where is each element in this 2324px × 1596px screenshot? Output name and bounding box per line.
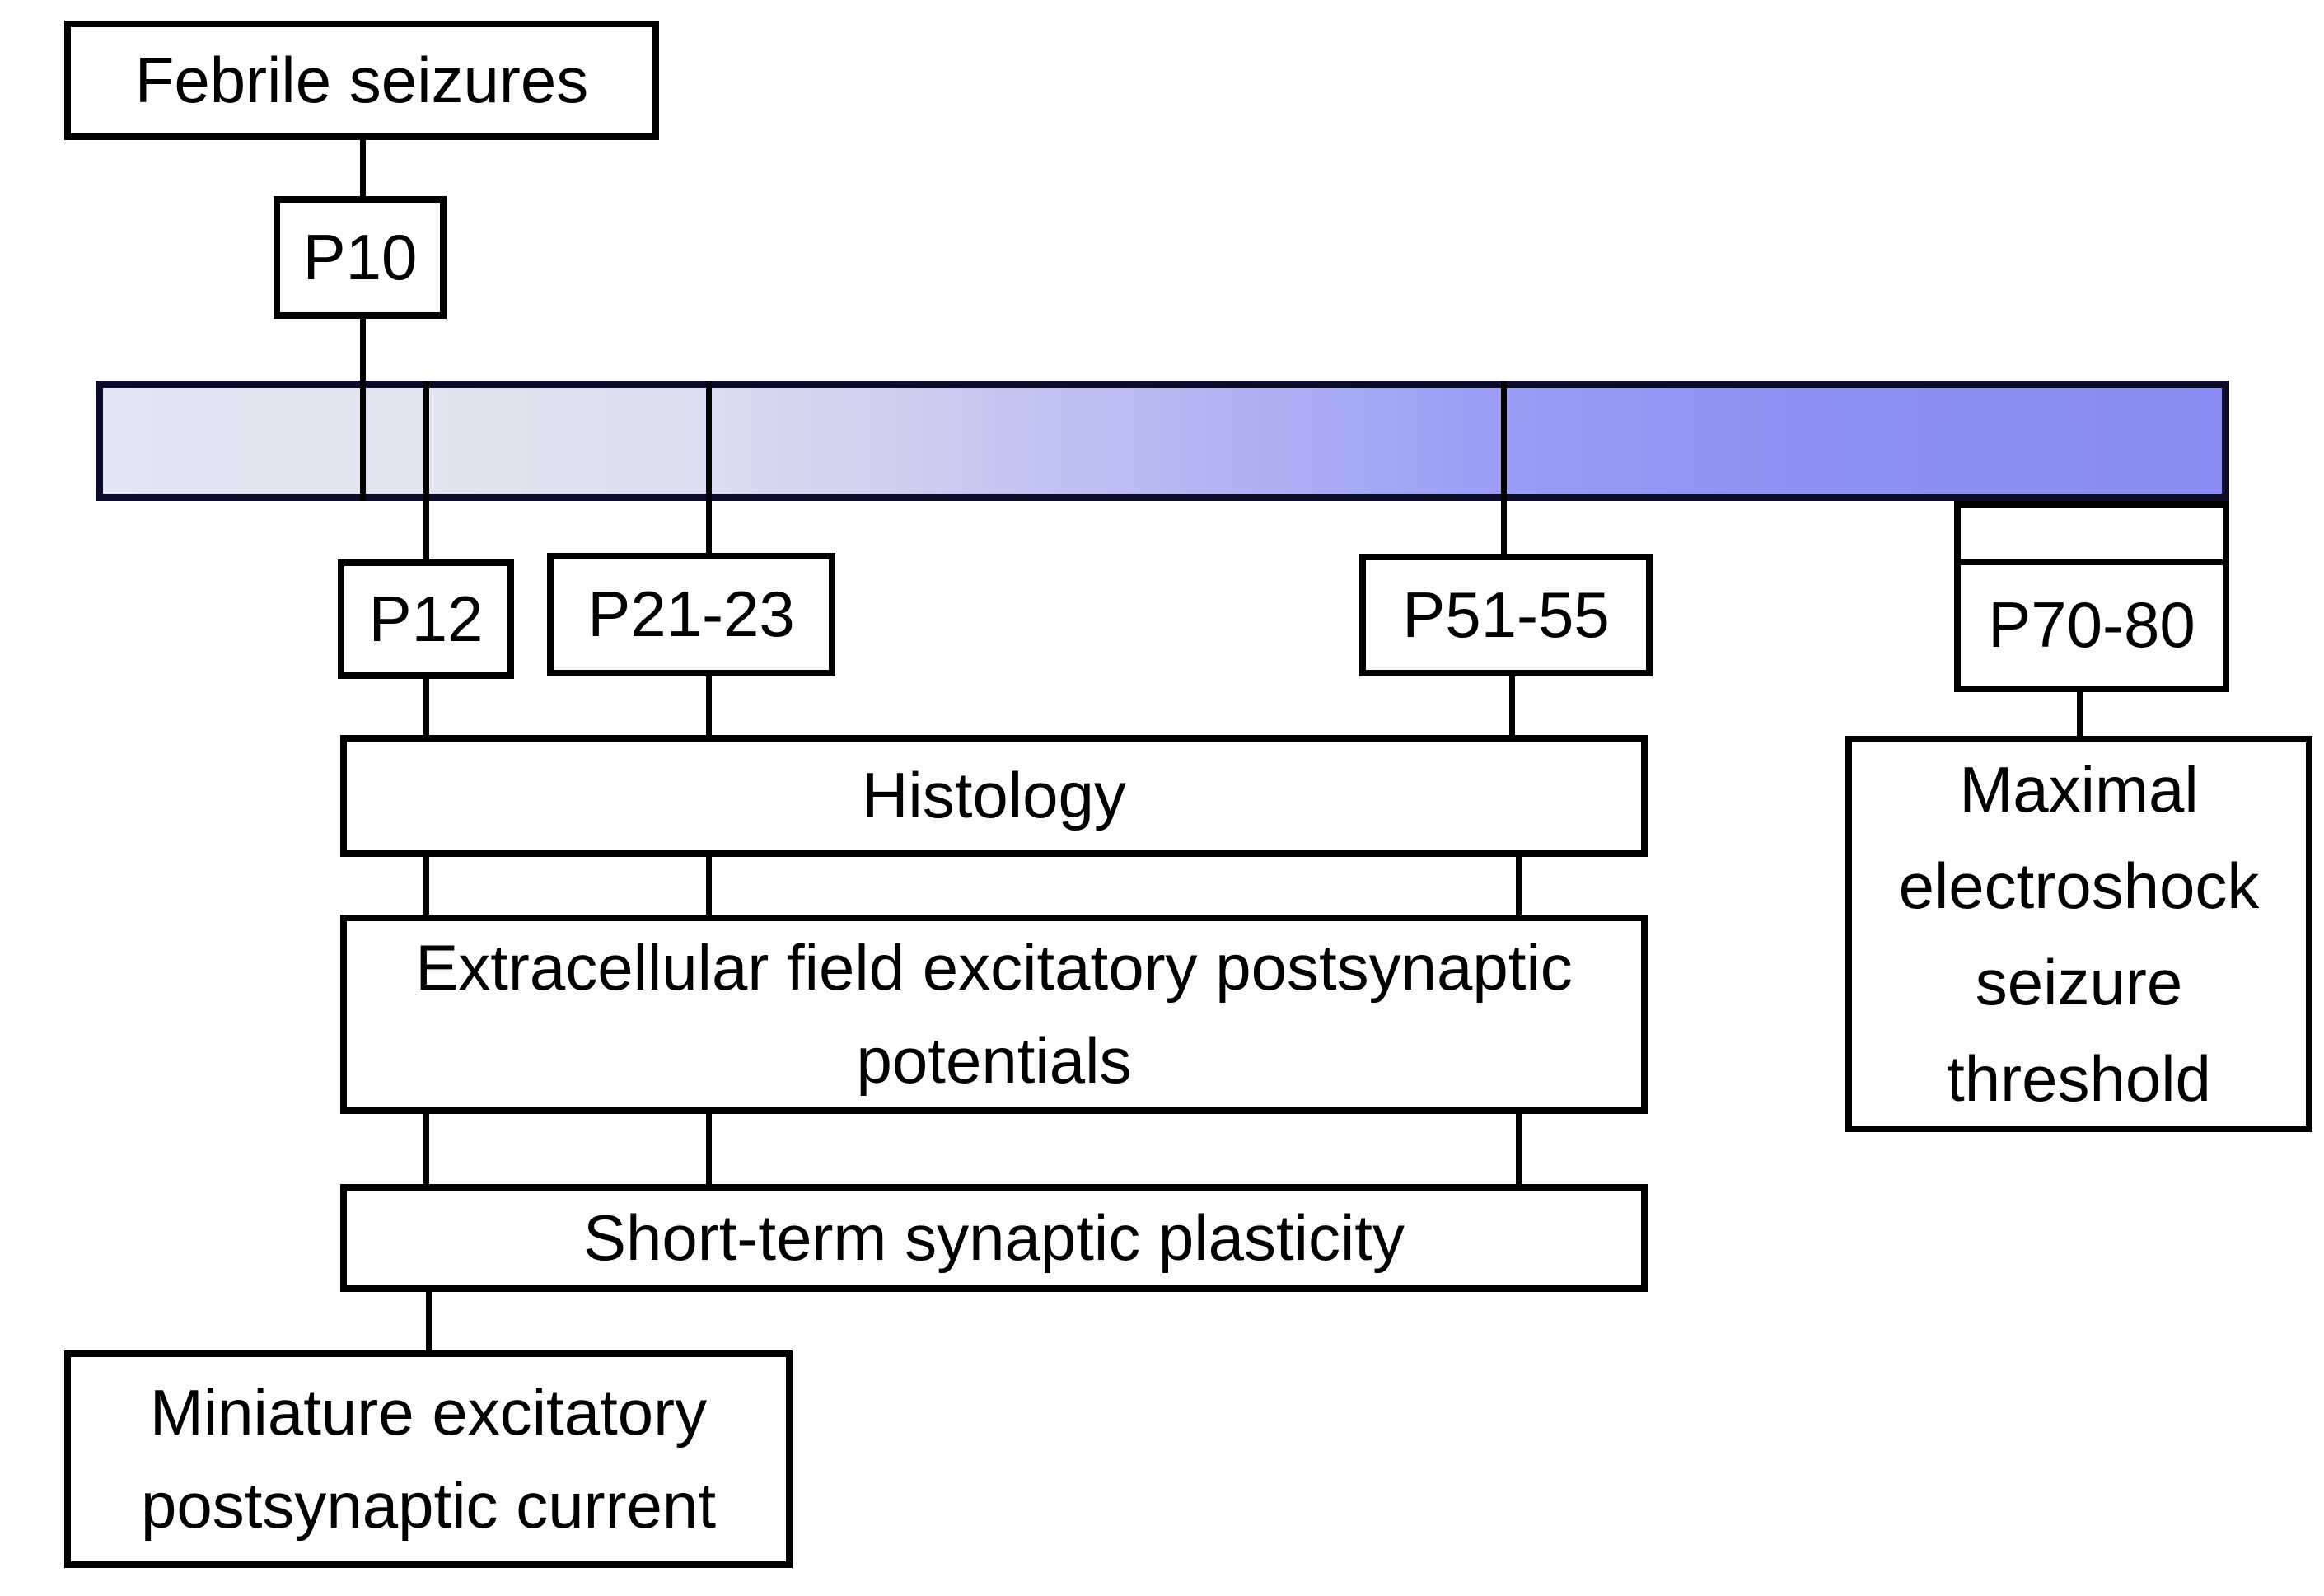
histology-box: Histology [340, 735, 1648, 857]
field-epsp-label: Extracellular field excitatory postsynap… [415, 930, 1573, 1097]
timepoint-p21-23-label: P21-23 [587, 578, 795, 651]
timepoint-p12-box: P12 [338, 559, 514, 679]
short-term-plasticity-label: Short-term synaptic plasticity [583, 1201, 1405, 1274]
connector-line [1516, 857, 1522, 915]
timepoint-p51-55-label: P51-55 [1402, 578, 1610, 651]
timeline-divider-p51-55 [1501, 381, 1507, 554]
connector-line [1516, 1114, 1522, 1184]
connector-line [706, 676, 712, 735]
field-epsp-box: Extracellular field excitatory postsynap… [340, 915, 1648, 1114]
histology-label: Histology [862, 759, 1126, 832]
connector-line [360, 140, 366, 196]
timeline-divider-p12 [423, 381, 429, 559]
timepoint-p70-80-gap [1961, 508, 2223, 559]
timepoint-p70-80-label: P70-80 [1988, 588, 2195, 662]
timepoint-p21-23-box: P21-23 [547, 553, 835, 676]
timepoint-p51-55-box: P51-55 [1359, 554, 1653, 676]
timepoint-p10-label: P10 [302, 220, 418, 293]
connector-line [423, 1114, 429, 1184]
connector-line [423, 857, 429, 915]
connector-line [706, 1114, 712, 1184]
timeline-bar [96, 381, 2229, 501]
miniature-epsc-box: Miniature excitatory postsynaptic curren… [64, 1350, 793, 1568]
miniature-epsc-label: Miniature excitatory postsynaptic curren… [140, 1375, 716, 1542]
short-term-plasticity-box: Short-term synaptic plasticity [340, 1184, 1648, 1292]
connector-line [423, 679, 429, 735]
connector-line [1509, 676, 1515, 735]
timepoint-p12-label: P12 [368, 582, 484, 655]
timepoint-p10-box: P10 [274, 196, 447, 319]
connector-line [360, 319, 366, 501]
timeline-divider-p21-23 [706, 381, 712, 553]
connector-line [706, 857, 712, 915]
connector-line [426, 1292, 432, 1350]
connector-line [2077, 692, 2083, 736]
timepoint-p70-80-divider [1961, 559, 2223, 565]
febrile-seizures-label: Febrile seizures [134, 43, 589, 116]
timepoint-p70-80-box: P70-80 [1954, 501, 2229, 692]
electroshock-threshold-label: Maximal electroshock seizure threshold [1898, 752, 2260, 1115]
febrile-seizures-box: Febrile seizures [64, 21, 659, 140]
electroshock-threshold-box: Maximal electroshock seizure threshold [1845, 736, 2312, 1132]
